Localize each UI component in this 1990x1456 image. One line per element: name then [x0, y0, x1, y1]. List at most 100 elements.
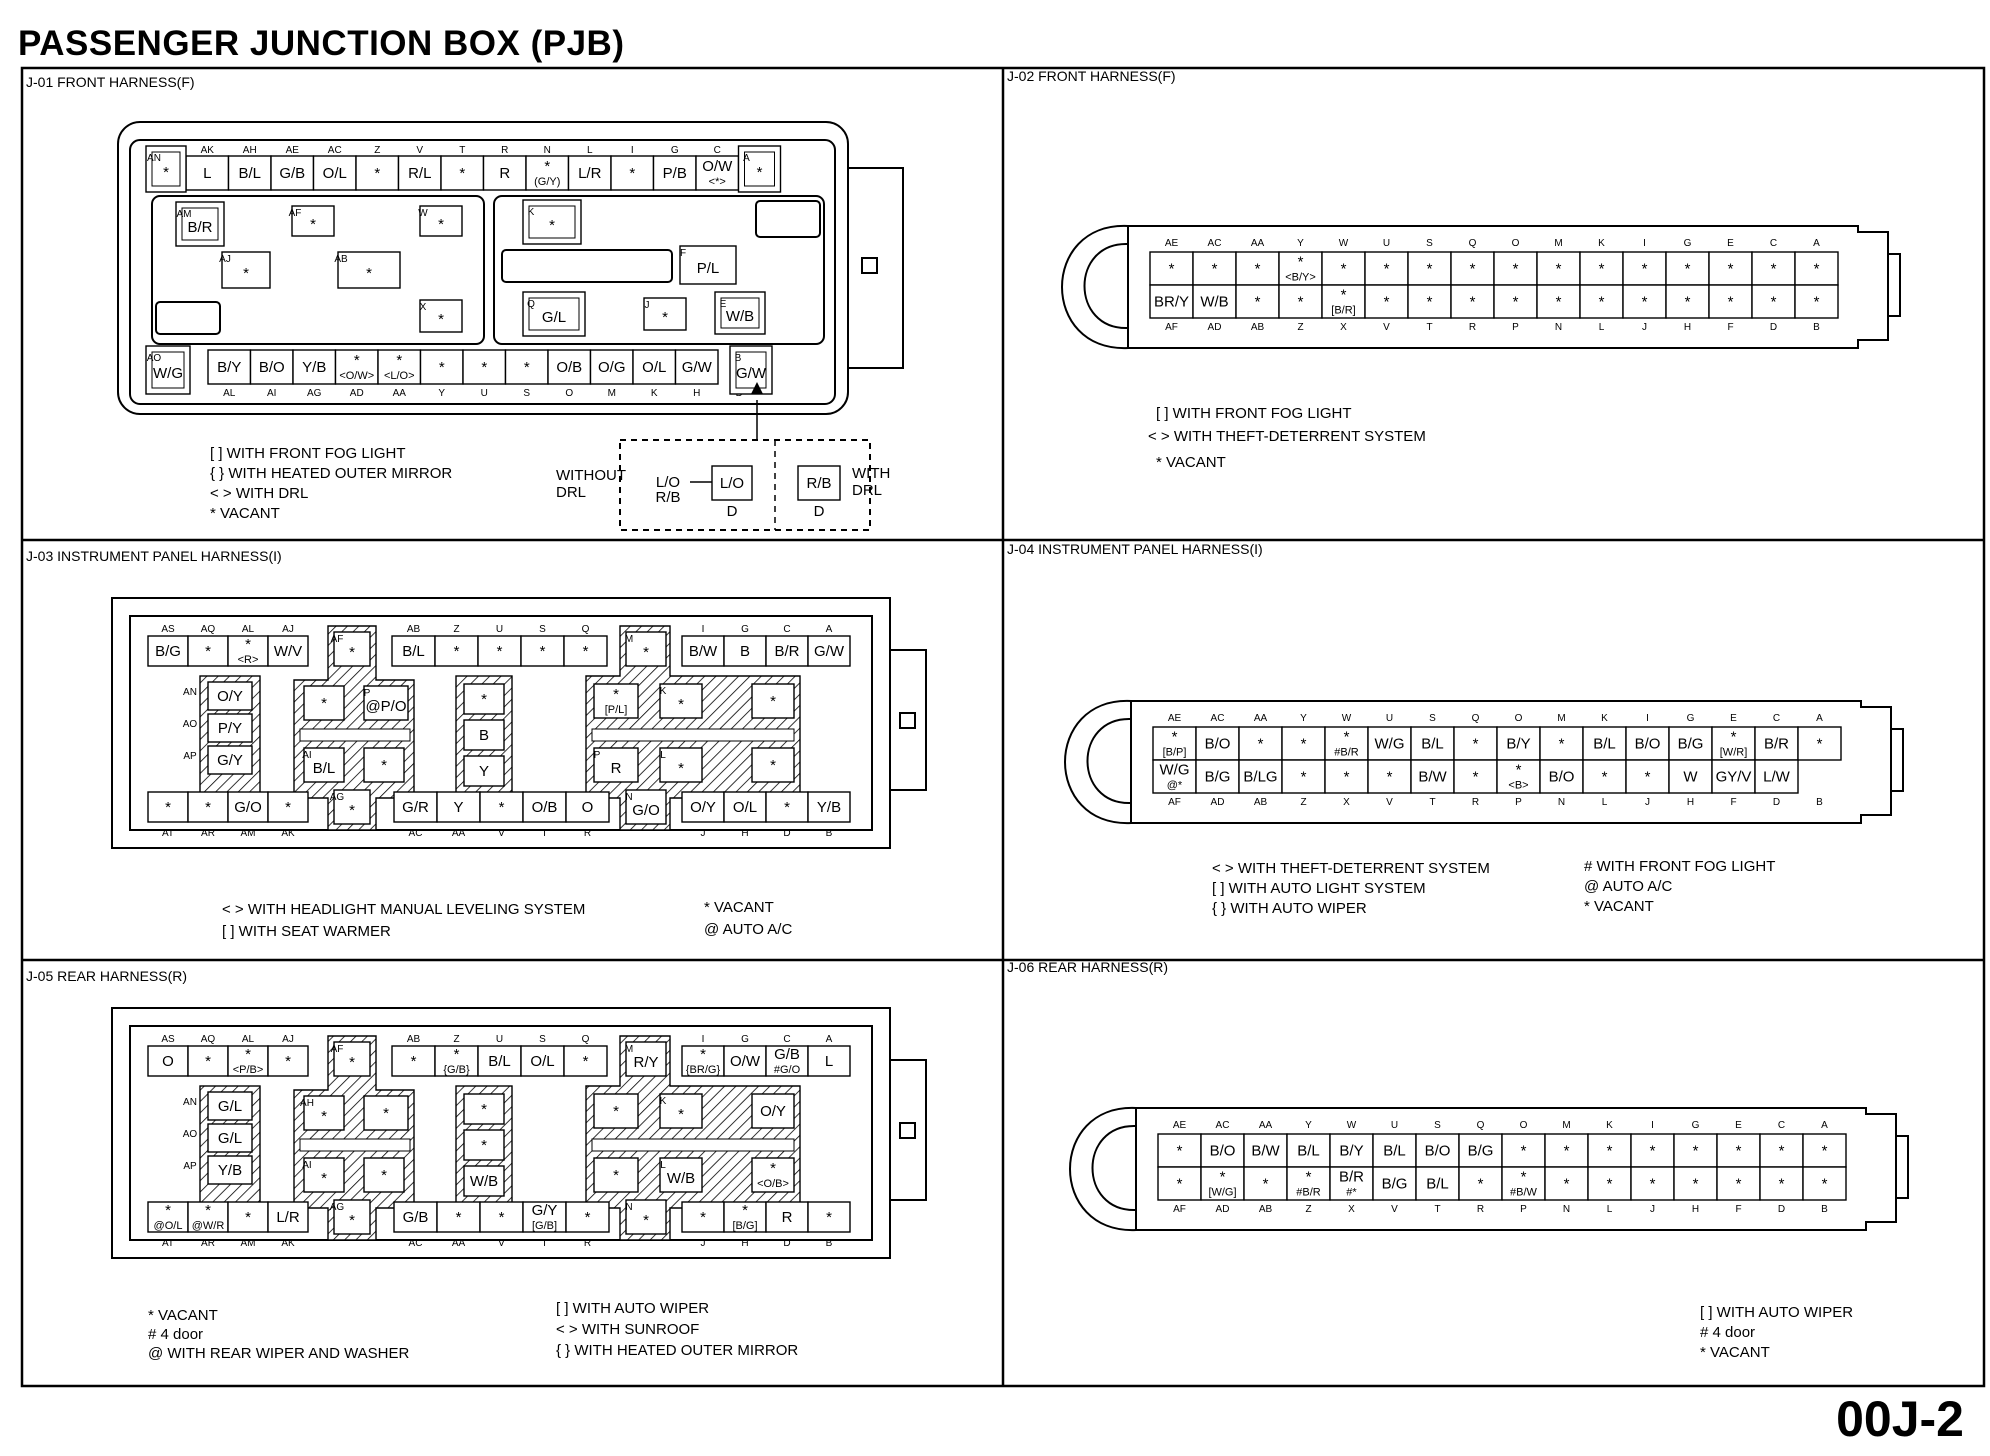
wire-color-label: L/O: [720, 475, 744, 492]
pin-cell-box: [207, 713, 253, 743]
page-title: PASSENGER JUNCTION BOX (PJB): [18, 24, 625, 63]
j06-pin-cell: *: [1544, 1166, 1589, 1201]
j02-pin-position: N: [1555, 322, 1562, 333]
pin-cell-box: [333, 631, 371, 667]
j01-legend-line: [ ] WITH FRONT FOG LIGHT: [210, 445, 406, 462]
j04-tab: [1890, 728, 1904, 792]
j02-pin-cell: *: [1407, 284, 1452, 319]
wire-color-label: *: [205, 1202, 211, 1219]
wire-color-label: *: [1693, 1175, 1699, 1192]
pin-cell-box: [1415, 1166, 1460, 1201]
wire-color-label: *: [742, 1202, 748, 1219]
pin-cell-box: [593, 1157, 639, 1193]
wire-color-label: *: [1822, 1142, 1828, 1159]
wire-color-label: *: [1255, 260, 1261, 277]
pin-id-label: B: [735, 353, 742, 364]
j05-pin-cell: B/L: [477, 1045, 522, 1077]
wire-variant-label: @O/L: [154, 1220, 183, 1232]
wire-color-label: *: [678, 760, 684, 777]
pin-cell-box: [1278, 251, 1323, 286]
drl-pin-label: D: [727, 503, 738, 520]
wire-color-label: G/L: [218, 1098, 242, 1115]
pin-cell: O/L: [312, 155, 357, 191]
j06-pin-position: AE: [1173, 1120, 1187, 1131]
j04-pin-position: X: [1343, 797, 1350, 808]
wire-color-label: *: [456, 1209, 462, 1226]
j02-legend-line: < > WITH THEFT-DETERRENT SYSTEM: [1148, 428, 1426, 445]
pin-cell-box: [525, 155, 570, 191]
wire-color-label: *: [1779, 1142, 1785, 1159]
j02-pin-position: B: [1813, 322, 1820, 333]
j06-pin-position: Z: [1305, 1204, 1311, 1215]
pin-cell: L: [185, 155, 230, 191]
j05-pin-cell: W/B: [463, 1165, 505, 1197]
wire-color-label: *: [1177, 1175, 1183, 1192]
j05-pin-position: AP: [183, 1161, 197, 1172]
wire-color-label: B: [479, 727, 489, 744]
j04-lock-loop-inner: [1086, 717, 1132, 805]
wire-color-label: *: [1564, 1175, 1570, 1192]
pin-cell: B/L: [227, 155, 272, 191]
j03-pin-cell: *: [147, 791, 189, 823]
j06-pin-position: I: [1651, 1120, 1654, 1131]
pin-cell-box: [1802, 1166, 1847, 1201]
pin-cell: *<L/O>: [377, 349, 422, 385]
pin-cell-box: [434, 1045, 479, 1077]
j02-pin-position: A: [1813, 238, 1820, 249]
wire-color-label: P/Y: [218, 720, 242, 737]
wire-color-label: Y/B: [302, 359, 326, 376]
j04-pin-position: O: [1515, 713, 1523, 724]
pin-cell-box: [1149, 251, 1194, 286]
j06-pin-position: AB: [1259, 1204, 1273, 1215]
drl-wire-label: L/O: [656, 474, 680, 491]
j03-pin-position: AL: [242, 624, 255, 635]
wire-color-label: *: [1169, 260, 1175, 277]
pin-cell: *: [610, 155, 655, 191]
pin-cell: O/L: [632, 349, 677, 385]
j05-pin-cell: *<O/B>: [751, 1157, 795, 1193]
pin-cell-box: [207, 1091, 253, 1121]
j05-pin-position: Z: [453, 1034, 459, 1045]
j02-shell: [1127, 225, 1889, 349]
wire-color-label: *: [1384, 260, 1390, 277]
wire-color-label: L/W: [1763, 768, 1791, 785]
j04-pin-cell: *: [1238, 726, 1283, 761]
j04-pin-position: P: [1515, 797, 1522, 808]
pin-cell-box: [419, 205, 463, 237]
pin-id-label: N: [625, 1202, 632, 1213]
j05-legend-line: @ WITH REAR WIPER AND WASHER: [148, 1345, 410, 1362]
pin-cell-box: [807, 1045, 851, 1077]
pin-cell: R: [482, 155, 527, 191]
wire-color-label: *: [1301, 735, 1307, 752]
pin-position-label: R: [501, 145, 508, 156]
pin-cell-box: [625, 631, 667, 667]
j06-pin-cell: *: [1157, 1166, 1202, 1201]
wire-color-label: *: [1559, 735, 1565, 752]
pin-cell-box: [723, 1045, 767, 1077]
pin-cell-box: [249, 349, 294, 385]
j05-pin-cell: *: [363, 1095, 409, 1131]
j02-pin-position: AC: [1208, 238, 1222, 249]
pin-cell-box: [463, 755, 505, 787]
wire-variant-label: (G/Y): [534, 176, 560, 188]
pin-cell-box: [267, 635, 309, 667]
j02-pin-position: F: [1727, 322, 1733, 333]
j03-pin-cell: *: [751, 747, 795, 783]
wire-variant-label: <*>: [709, 176, 726, 188]
pin-position-label: AL: [223, 388, 236, 399]
j03-pin-cell: O/Y: [681, 791, 725, 823]
j03-pin-cell: K*: [659, 683, 703, 719]
wire-color-label: *: [583, 1053, 589, 1070]
wire-color-label: B/G: [1468, 1142, 1494, 1159]
j06-pin-cell: B/L: [1415, 1166, 1460, 1201]
wire-color-label: R/B: [806, 475, 831, 492]
wire-variant-label: [B/G]: [732, 1220, 757, 1232]
j05-pin-position: A: [826, 1034, 833, 1045]
pin-id-label: Q: [527, 299, 535, 310]
j05-pin-cell: L/R: [267, 1201, 309, 1233]
j06-pin-cell: *: [1501, 1133, 1546, 1168]
wire-variant-label: <O/W>: [339, 370, 374, 382]
pin-cell: O/B: [547, 349, 592, 385]
j05-pin-cell: AF*: [331, 1041, 371, 1077]
pin-cell-box: [567, 155, 612, 191]
